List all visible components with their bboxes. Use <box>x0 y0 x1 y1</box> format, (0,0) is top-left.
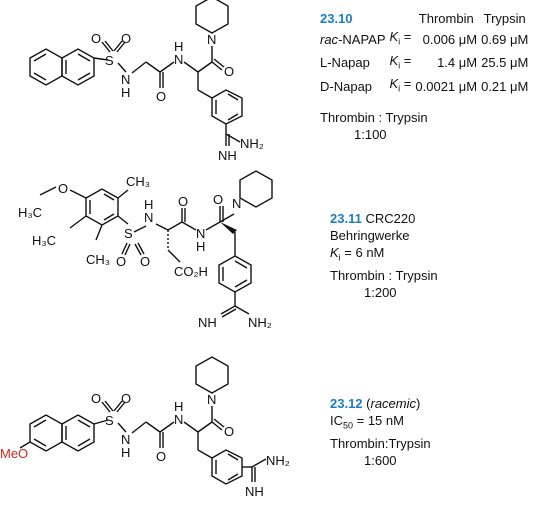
stereo-prefix: rac <box>320 31 339 47</box>
ki-symbol: K <box>330 245 339 260</box>
col-trypsin: Trypsin <box>483 11 526 26</box>
hydrogen-atom: H <box>196 239 205 254</box>
table-header-row: 23.10 Thrombin Trypsin <box>320 10 532 28</box>
selectivity-label: Thrombin:Trypsin <box>330 435 431 451</box>
carboxylic-acid: CO₂H <box>174 264 208 279</box>
compound-id: 23.12 <box>330 396 363 411</box>
ic50-line: IC50 = 15 nM <box>330 412 431 435</box>
oxygen-atom: O <box>156 89 166 104</box>
equals-sign: = <box>403 52 412 68</box>
methyl-group: CH₃ <box>126 174 150 189</box>
sulfur-atom: S <box>124 226 133 241</box>
oxygen-atom: O <box>178 194 188 209</box>
nitrogen-atom: N <box>121 432 130 447</box>
compound-name: D-Napap <box>320 78 373 94</box>
selectivity-label: Thrombin : Trypsin <box>330 267 438 283</box>
ki-subscript: i <box>398 60 401 71</box>
nitrogen-atom: N <box>144 210 153 225</box>
imine-group: NH <box>218 148 237 163</box>
nitrogen-atom: N <box>174 52 183 67</box>
oxygen-atom: O <box>91 31 101 46</box>
amine-group: NH₂ <box>240 136 264 151</box>
selectivity-label: Thrombin : Trypsin <box>320 109 428 125</box>
methyl-group: CH₃ <box>86 252 110 267</box>
methoxy-oxygen: O <box>58 181 68 196</box>
trypsin-value: 0.21 μM <box>481 78 529 94</box>
hydrogen-atom: H <box>174 399 183 414</box>
ki-subscript: i <box>338 252 341 263</box>
nitrogen-atom: N <box>121 72 130 87</box>
ki-value: = 6 nM <box>340 245 385 260</box>
methoxy-group: MeO <box>0 446 28 461</box>
hydrogen-atom: H <box>174 39 183 54</box>
compound-name: CRC220 <box>365 211 416 226</box>
trypsin-value: 0.69 μM <box>481 31 529 47</box>
compound-id: 23.11 <box>330 211 362 226</box>
company-name: Behringwerke <box>330 228 410 243</box>
selectivity-ratio: 1:600 <box>364 452 397 468</box>
ki-line: Ki = 6 nM <box>330 244 438 267</box>
methyl-group: H₃C <box>32 233 56 248</box>
nitrogen-atom: N <box>232 196 241 211</box>
selectivity-ratio: 1:200 <box>364 284 397 300</box>
amine-group: NH₂ <box>266 453 290 468</box>
sulfur-atom: S <box>105 413 114 428</box>
compound-name: L-Napap <box>320 55 370 71</box>
table-row: L-Napap Ki = 1.4 μM 25.5 μM <box>320 52 532 76</box>
col-thrombin: Thrombin <box>418 11 474 26</box>
nitrogen-atom: N <box>207 392 216 407</box>
info-23-12: 23.12 (racemic) IC50 = 15 nM Thrombin:Tr… <box>330 396 431 468</box>
trypsin-value: 25.5 μM <box>481 55 529 71</box>
oxygen-atom: O <box>224 64 234 79</box>
oxygen-atom: O <box>121 31 131 46</box>
oxygen-atom: O <box>156 449 166 464</box>
naphthalene-ring <box>29 48 95 86</box>
hydrogen-atom: H <box>121 445 130 460</box>
imine-group: NH <box>245 484 264 499</box>
selectivity-ratio: 1:100 <box>354 126 387 142</box>
nitrogen-atom: N <box>174 412 183 427</box>
nitrogen-atom: N <box>207 32 216 47</box>
oxygen-atom: O <box>116 254 126 269</box>
thrombin-value: 0.006 μM <box>422 31 478 47</box>
oxygen-atom: O <box>213 192 223 207</box>
ki-symbol: K <box>389 29 399 44</box>
structure-23-12: MeO S O O N H O N H O N NH₂ <box>0 356 290 499</box>
ki-symbol: K <box>389 76 399 92</box>
methoxy-methyl: H₃C <box>18 205 42 220</box>
nitrogen-atom: N <box>196 226 205 241</box>
oxygen-atom: O <box>224 424 234 439</box>
compound-name: -NAPAP <box>338 31 386 47</box>
info-23-11: 23.11 CRC220 Behringwerke Ki = 6 nM Thro… <box>330 210 438 301</box>
imine-group: NH <box>198 315 217 330</box>
ki-subscript: i <box>398 36 401 47</box>
stereo-wedge <box>220 222 237 234</box>
ki-symbol: K <box>389 52 399 68</box>
structure-23-10: S O O N H O N H O N NH₂ NH <box>29 0 264 163</box>
oxygen-atom: O <box>140 254 150 269</box>
equals-sign: = <box>403 29 412 44</box>
ic50-label: IC <box>330 413 343 428</box>
compound-note: racemic <box>370 396 417 411</box>
ki-subscript: i <box>398 83 401 94</box>
ic50-subscript: 50 <box>343 420 354 431</box>
oxygen-atom: O <box>91 391 101 406</box>
compound-id: 23.10 <box>320 11 353 26</box>
thrombin-value: 0.0021 μM <box>415 78 478 94</box>
table-row: rac-NAPAP Ki = 0.006 μM 0.69 μM <box>320 28 532 52</box>
ic50-value: = 15 nM <box>353 413 404 428</box>
sulfur-atom: S <box>105 53 114 68</box>
info-23-10: 23.10 Thrombin Trypsin rac-NAPAP Ki = 0.… <box>320 10 532 143</box>
equals-sign: = <box>403 76 412 92</box>
thrombin-value: 1.4 μM <box>437 55 478 71</box>
inhibition-table-23-10: 23.10 Thrombin Trypsin rac-NAPAP Ki = 0.… <box>320 10 532 99</box>
hydrogen-atom: H <box>121 85 130 100</box>
table-row: D-Napap Ki = 0.0021 μM 0.21 μM <box>320 75 532 99</box>
amine-group: NH₂ <box>248 315 272 330</box>
structure-23-11: O H₃C CH₃ H₃C CH₃ S O O N H O CO₂H N H <box>18 170 273 330</box>
hydrogen-atom: H <box>144 197 153 212</box>
oxygen-atom: O <box>121 391 131 406</box>
